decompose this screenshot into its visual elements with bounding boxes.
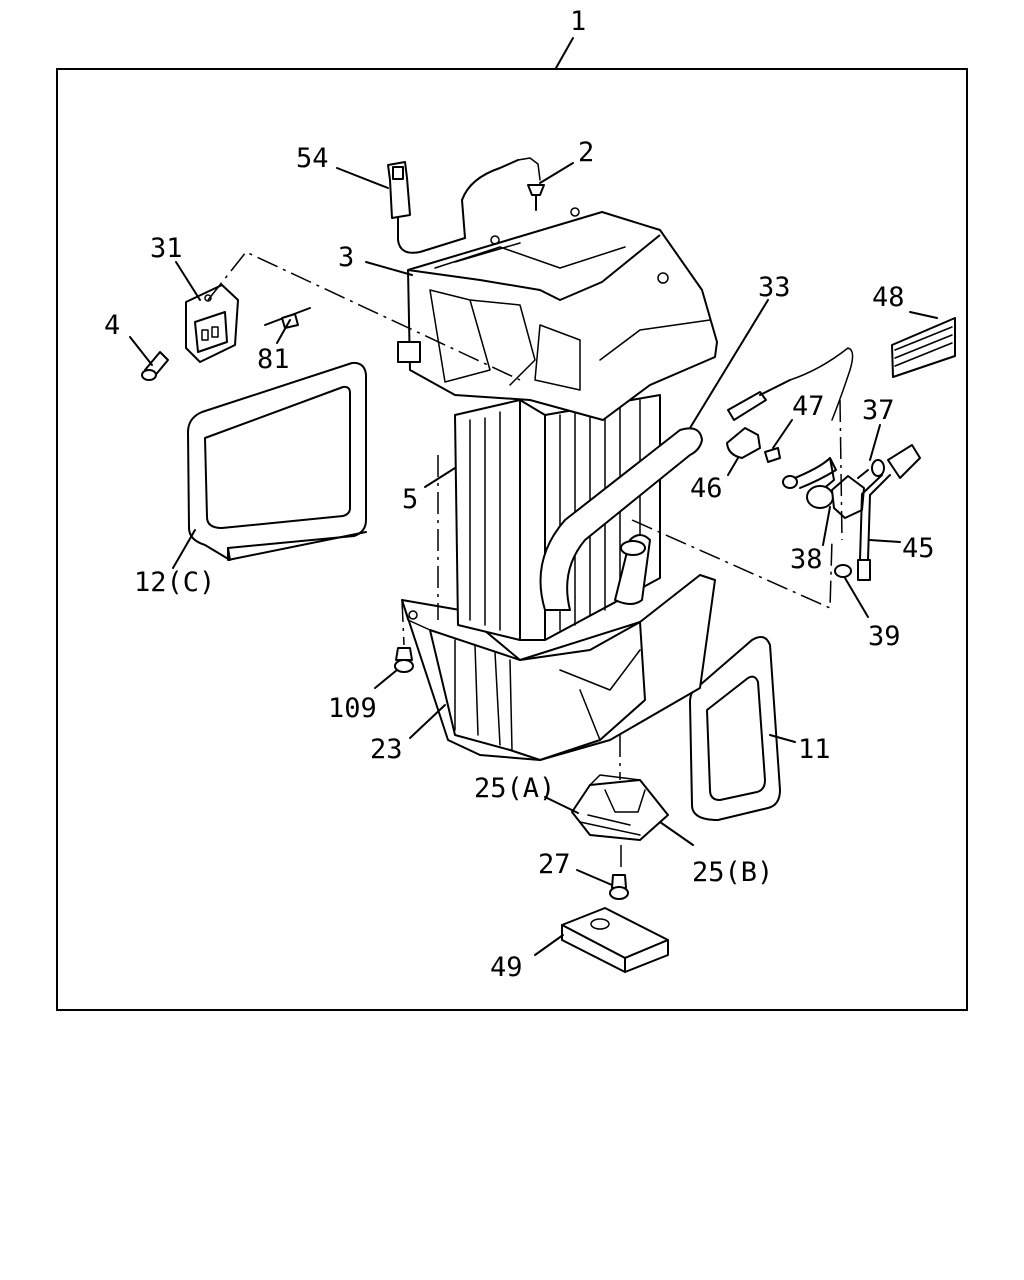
part-54-connector bbox=[387, 157, 541, 254]
part-12c-seal-frame bbox=[187, 361, 367, 561]
label-3: 3 bbox=[338, 242, 354, 273]
part-45-pipe bbox=[857, 444, 921, 581]
label-2: 2 bbox=[578, 137, 594, 168]
label-27: 27 bbox=[538, 849, 571, 880]
part-4-screw bbox=[141, 351, 169, 381]
label-46: 46 bbox=[690, 473, 723, 504]
label-33: 33 bbox=[758, 272, 791, 303]
label-47: 47 bbox=[792, 391, 825, 422]
part-33-pipe bbox=[539, 427, 703, 611]
part-48-pad bbox=[891, 317, 956, 378]
label-37: 37 bbox=[862, 395, 895, 426]
label-39: 39 bbox=[868, 621, 901, 652]
label-12c: 12(C) bbox=[134, 567, 215, 598]
label-25b: 25(B) bbox=[692, 857, 773, 888]
label-4: 4 bbox=[104, 310, 120, 341]
leader-lines bbox=[129, 37, 938, 956]
label-38: 38 bbox=[790, 544, 823, 575]
part-2-clip bbox=[527, 184, 545, 211]
part-11-side-seal-frame bbox=[689, 635, 781, 821]
part-49-pad bbox=[561, 907, 669, 973]
sensor-probe bbox=[727, 347, 854, 421]
callout-labels: 1 2 54 3 31 4 81 5 12(C) 33 48 47 37 46 … bbox=[104, 6, 935, 983]
label-49: 49 bbox=[490, 952, 523, 983]
label-31: 31 bbox=[150, 233, 183, 264]
label-25a: 25(A) bbox=[474, 773, 555, 804]
part-37-o-ring bbox=[871, 459, 885, 477]
part-23-lower-case bbox=[401, 574, 716, 761]
label-5: 5 bbox=[402, 484, 418, 515]
label-11: 11 bbox=[798, 734, 831, 765]
label-81: 81 bbox=[257, 344, 290, 375]
part-38-expansion-valve bbox=[782, 457, 869, 519]
part-25-drain-bracket bbox=[571, 774, 669, 841]
part-39-o-ring bbox=[834, 564, 852, 578]
label-1: 1 bbox=[570, 6, 586, 37]
part-46-clamp bbox=[726, 427, 761, 459]
label-23: 23 bbox=[370, 734, 403, 765]
part-27-screw bbox=[609, 874, 629, 900]
part-3-upper-case bbox=[397, 207, 718, 421]
label-45: 45 bbox=[902, 533, 935, 564]
label-109: 109 bbox=[328, 693, 377, 724]
label-54: 54 bbox=[296, 143, 329, 174]
label-48: 48 bbox=[872, 282, 905, 313]
alignment-lines bbox=[207, 251, 843, 870]
part-47-screw bbox=[764, 447, 781, 463]
part-109-screw bbox=[394, 647, 414, 673]
assembly-frame bbox=[56, 68, 968, 1011]
part-31-resistor bbox=[185, 284, 239, 363]
